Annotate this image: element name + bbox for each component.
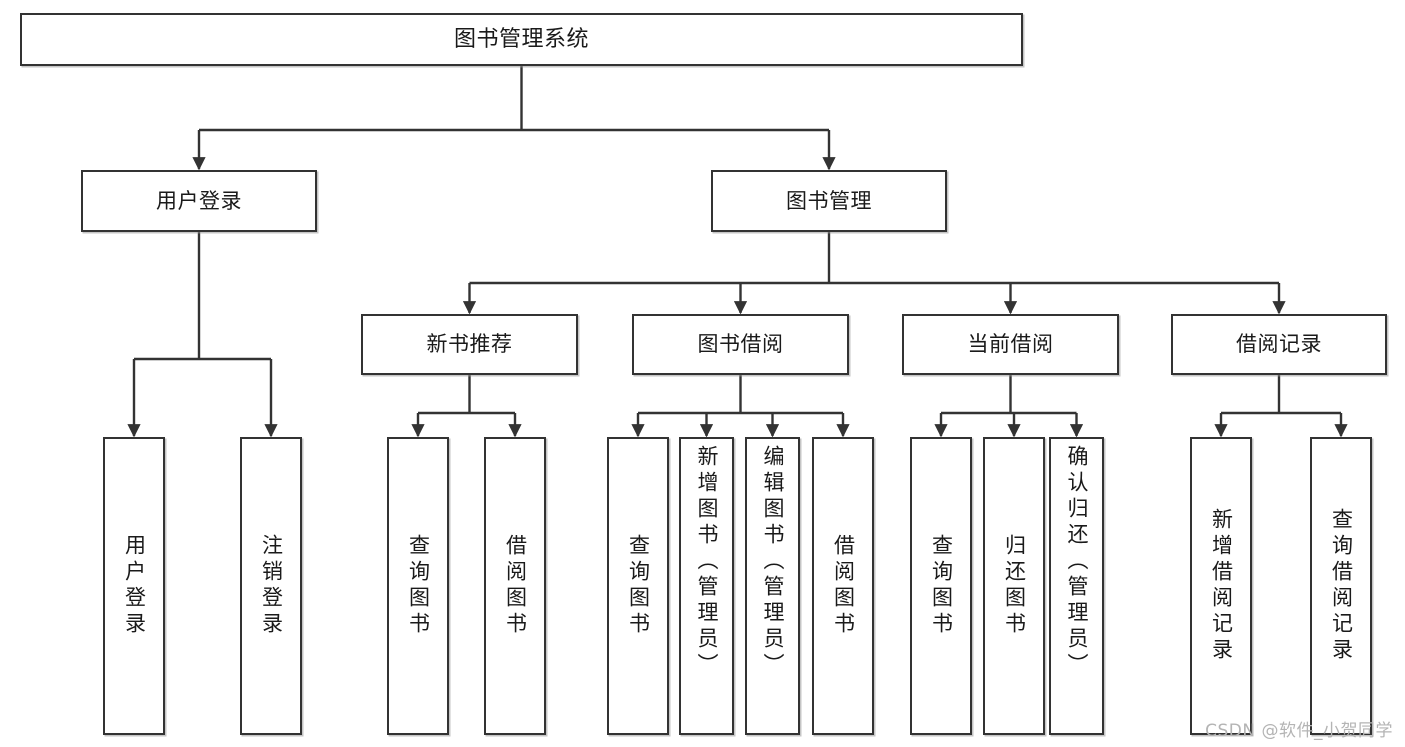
node-label: 新增图书（管理员） bbox=[695, 445, 719, 679]
node-label: 归还图书 bbox=[1002, 534, 1027, 638]
node-leaf-add-record[interactable]: 新增借阅记录 bbox=[1190, 437, 1252, 735]
node-leaf-user-login[interactable]: 用户登录 bbox=[103, 437, 165, 735]
node-user-login[interactable]: 用户登录 bbox=[81, 170, 317, 232]
node-leaf-borrow-book-1[interactable]: 借阅图书 bbox=[484, 437, 546, 735]
node-label: 查询图书 bbox=[626, 534, 651, 638]
node-label: 查询借阅记录 bbox=[1329, 508, 1354, 664]
node-label: 借阅图书 bbox=[831, 534, 856, 638]
node-leaf-query-book-2[interactable]: 查询图书 bbox=[607, 437, 669, 735]
node-label: 图书管理系统 bbox=[453, 26, 589, 52]
watermark: CSDN @软件_小贺同学 bbox=[1205, 721, 1393, 741]
node-label: 借阅图书 bbox=[503, 534, 528, 638]
node-label: 查询图书 bbox=[406, 534, 431, 638]
node-book-borrow[interactable]: 图书借阅 bbox=[632, 314, 849, 375]
node-label: 用户登录 bbox=[122, 534, 147, 638]
node-leaf-add-book[interactable]: 新增图书（管理员） bbox=[679, 437, 734, 735]
node-label: 编辑图书（管理员） bbox=[761, 445, 785, 679]
node-label: 注销登录 bbox=[259, 534, 284, 638]
node-new-book-rec[interactable]: 新书推荐 bbox=[361, 314, 578, 375]
node-label: 借阅记录 bbox=[1236, 332, 1322, 357]
node-leaf-logout[interactable]: 注销登录 bbox=[240, 437, 302, 735]
node-label: 确认归还（管理员） bbox=[1065, 445, 1089, 679]
node-leaf-return-book[interactable]: 归还图书 bbox=[983, 437, 1045, 735]
node-current-borrow[interactable]: 当前借阅 bbox=[902, 314, 1119, 375]
node-label: 新增借阅记录 bbox=[1209, 508, 1234, 664]
node-label: 图书管理 bbox=[786, 188, 872, 213]
node-leaf-borrow-book-2[interactable]: 借阅图书 bbox=[812, 437, 874, 735]
node-label: 图书借阅 bbox=[697, 332, 784, 357]
node-label: 查询图书 bbox=[929, 534, 954, 638]
node-leaf-edit-book[interactable]: 编辑图书（管理员） bbox=[745, 437, 800, 735]
node-label: 新书推荐 bbox=[426, 332, 513, 357]
node-root[interactable]: 图书管理系统 bbox=[20, 13, 1023, 66]
node-leaf-query-record[interactable]: 查询借阅记录 bbox=[1310, 437, 1372, 735]
node-label: 当前借阅 bbox=[967, 332, 1054, 357]
node-borrow-record[interactable]: 借阅记录 bbox=[1171, 314, 1387, 375]
node-book-manage[interactable]: 图书管理 bbox=[711, 170, 947, 232]
node-leaf-query-book-3[interactable]: 查询图书 bbox=[910, 437, 972, 735]
node-leaf-query-book-1[interactable]: 查询图书 bbox=[387, 437, 449, 735]
node-leaf-confirm-return[interactable]: 确认归还（管理员） bbox=[1049, 437, 1104, 735]
node-label: 用户登录 bbox=[156, 188, 242, 213]
